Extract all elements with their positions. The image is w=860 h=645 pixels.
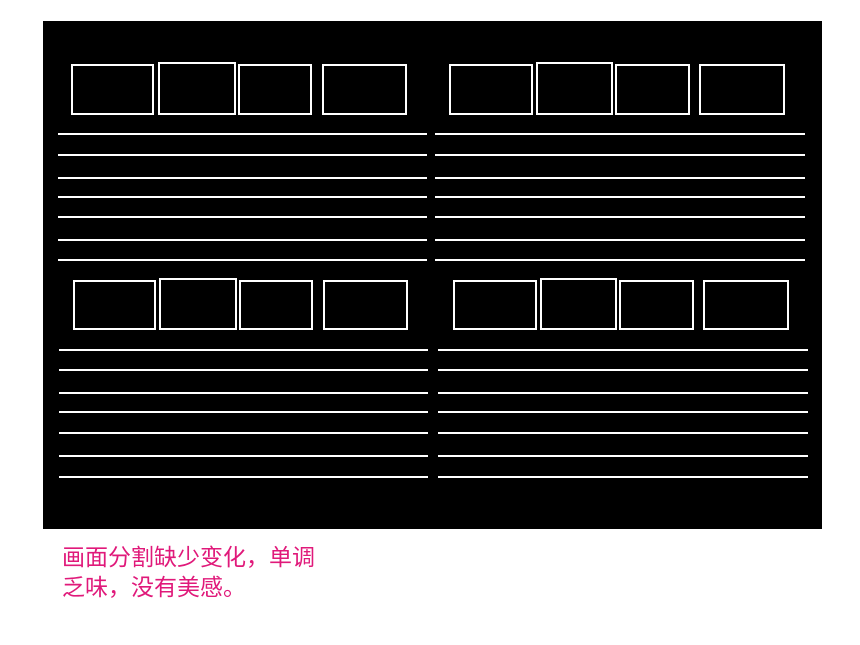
text-line xyxy=(59,392,428,394)
layout-illustration-panel xyxy=(43,21,822,529)
text-line xyxy=(435,154,805,156)
image-placeholder xyxy=(449,64,533,115)
text-line xyxy=(435,177,805,179)
image-placeholder xyxy=(453,280,537,330)
text-line xyxy=(438,411,808,413)
image-placeholder xyxy=(239,280,313,330)
image-placeholder xyxy=(73,280,156,330)
image-placeholder xyxy=(71,64,154,115)
image-placeholder xyxy=(615,64,690,115)
text-line xyxy=(59,476,428,478)
text-line xyxy=(58,216,427,218)
text-line xyxy=(59,411,428,413)
text-line xyxy=(435,216,805,218)
image-placeholder xyxy=(323,280,408,330)
text-line xyxy=(58,154,427,156)
image-placeholder xyxy=(158,62,236,115)
text-line xyxy=(58,133,427,135)
image-placeholder xyxy=(619,280,694,330)
caption-line: 乏味，没有美感。 xyxy=(62,575,246,601)
image-placeholder xyxy=(159,278,237,330)
image-placeholder xyxy=(699,64,785,115)
image-placeholder xyxy=(536,62,613,115)
text-line xyxy=(58,239,427,241)
text-line xyxy=(59,432,428,434)
text-line xyxy=(438,349,808,351)
image-placeholder xyxy=(238,64,312,115)
text-line xyxy=(438,432,808,434)
image-placeholder xyxy=(540,278,617,330)
text-line xyxy=(435,133,805,135)
text-line xyxy=(438,369,808,371)
text-line xyxy=(58,177,427,179)
text-line xyxy=(58,259,427,261)
text-line xyxy=(59,369,428,371)
image-placeholder xyxy=(322,64,407,115)
text-line xyxy=(59,349,428,351)
image-placeholder xyxy=(703,280,789,330)
caption-text: 画面分割缺少变化，单调 乏味，没有美感。 xyxy=(62,543,422,603)
text-line xyxy=(435,239,805,241)
text-line xyxy=(435,196,805,198)
text-line xyxy=(438,392,808,394)
caption-line: 画面分割缺少变化，单调 xyxy=(62,545,315,571)
text-line xyxy=(59,455,428,457)
text-line xyxy=(438,476,808,478)
text-line xyxy=(438,455,808,457)
text-line xyxy=(435,259,805,261)
text-line xyxy=(58,196,427,198)
